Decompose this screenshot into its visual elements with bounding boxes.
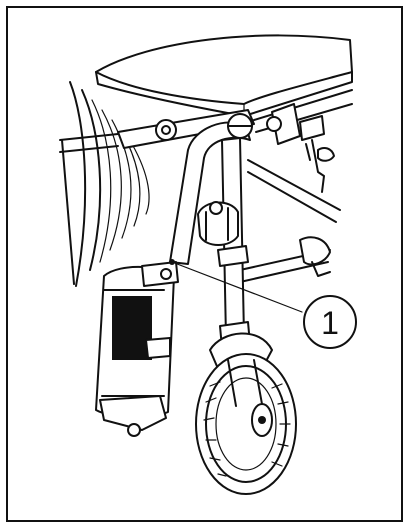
callout-label: 1 xyxy=(321,305,339,341)
adjustment-knob xyxy=(197,201,239,246)
rear-wheel xyxy=(59,81,150,287)
callout-1: 1 xyxy=(169,259,357,349)
footrest-plate xyxy=(95,261,179,437)
caster-wheel xyxy=(195,332,297,495)
brake-clamp xyxy=(266,103,335,193)
front-frame-tube xyxy=(169,113,253,265)
seat-cushion xyxy=(95,34,353,117)
